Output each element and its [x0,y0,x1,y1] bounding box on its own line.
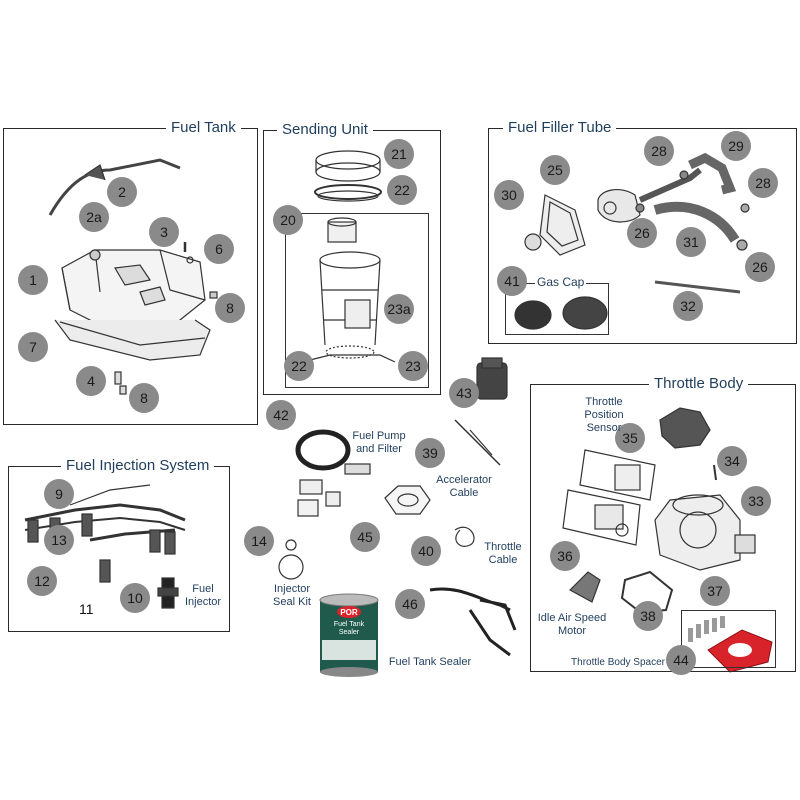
can-brand-text: POR [340,608,358,617]
callout-42[interactable]: 42 [266,400,296,430]
callout-25[interactable]: 25 [540,155,570,185]
callout-2[interactable]: 2 [107,177,137,207]
callout-22-lower[interactable]: 22 [284,351,314,381]
callout-44[interactable]: 44 [666,645,696,675]
part-number-11: 11 [79,601,94,617]
gas-cap-drawing [514,300,552,330]
fuel-pump-filter-label: Fuel Pump and Filter [352,430,406,455]
callout-13[interactable]: 13 [44,525,74,555]
iac-motor-drawing [569,571,601,603]
callout-21[interactable]: 21 [384,139,414,169]
callout-8-upper[interactable]: 8 [215,293,245,323]
callout-35[interactable]: 35 [615,423,645,453]
callout-8-lower[interactable]: 8 [129,383,159,413]
callout-32[interactable]: 32 [673,291,703,321]
callout-7[interactable]: 7 [18,332,48,362]
sending-unit-drawing [309,150,396,363]
callout-1[interactable]: 1 [18,265,48,295]
fuel-filler-tube-drawing [524,152,750,294]
callout-23a[interactable]: 23a [384,294,414,324]
throttle-spacer-drawing [688,616,773,673]
callout-20[interactable]: 20 [273,205,303,235]
callout-29[interactable]: 29 [721,131,751,161]
gas-cap-label: Gas Cap [535,275,587,289]
callout-10[interactable]: 10 [120,583,150,613]
fuel-filler-tube-title: Fuel Filler Tube [503,119,617,137]
callout-28-left[interactable]: 28 [644,136,674,166]
callout-4[interactable]: 4 [76,366,106,396]
fuel-pump-seal-drawing [295,429,351,471]
fuel-hose-drawing [429,587,517,657]
accelerator-cable-drawing [454,419,501,466]
callout-36[interactable]: 36 [550,541,580,571]
throttle-spacer-box [681,610,776,668]
callout-46[interactable]: 46 [395,589,425,619]
callout-28-right[interactable]: 28 [748,168,778,198]
throttle-position-sensor-label: Throttle Position Sensor [584,396,624,434]
fuel-tank-hose-drawing [48,158,181,216]
callout-3[interactable]: 3 [149,217,179,247]
callout-22-upper[interactable]: 22 [387,175,417,205]
sending-unit-inner-box [285,213,429,388]
throttle-body-title: Throttle Body [649,375,749,393]
callout-30[interactable]: 30 [494,180,524,210]
callout-40[interactable]: 40 [411,536,441,566]
callout-34[interactable]: 34 [717,446,747,476]
fuel-tank-drawing [54,249,211,361]
callout-31[interactable]: 31 [676,227,706,257]
callout-2a[interactable]: 2a [79,202,109,232]
sending-unit-section: Sending Unit [263,121,441,395]
accelerator-cable-label: Accelerator Cable [436,474,492,499]
callout-41[interactable]: 41 [497,266,527,296]
tps-drawing [659,407,711,449]
callout-45[interactable]: 45 [350,522,380,552]
throttle-body-spacer-label: Throttle Body Spacer [571,657,665,668]
callout-43[interactable]: 43 [449,378,479,408]
callout-38[interactable]: 38 [633,601,663,631]
callout-9[interactable]: 9 [44,479,74,509]
throttle-cable-drawing [454,526,475,547]
sending-unit-title: Sending Unit [277,121,373,139]
fuel-injection-title: Fuel Injection System [61,457,215,475]
injector-seal-kit-label: Injector Seal Kit [273,583,311,608]
callout-14[interactable]: 14 [244,526,274,556]
callout-26-right[interactable]: 26 [745,252,775,282]
fuel-injection-section: Fuel Injection System [8,457,230,632]
callout-33[interactable]: 33 [741,486,771,516]
sealer-can-drawing [319,593,379,677]
throttle-gasket-drawing [620,570,674,614]
callout-26-left[interactable]: 26 [627,218,657,248]
callout-37[interactable]: 37 [700,576,730,606]
can-title-text: Fuel Tank Sealer [333,621,365,636]
callout-23[interactable]: 23 [398,351,428,381]
throttle-body-section: Throttle Body [530,375,796,672]
fuel-filler-tube-section: Fuel Filler Tube [488,119,797,344]
fuel-tank-sealer-label: Fuel Tank Sealer [388,656,472,668]
fuel-tank-section: Fuel Tank [3,119,258,425]
callout-6[interactable]: 6 [204,234,234,264]
idle-air-speed-motor-label: Idle Air Speed Motor [537,612,607,637]
callout-39[interactable]: 39 [415,438,445,468]
throttle-cable-label: Throttle Cable [484,541,522,566]
throttle-body-drawing [654,464,756,571]
fuel-injector-label: Fuel Injector [184,583,222,608]
callout-12[interactable]: 12 [27,566,57,596]
fuel-tank-title: Fuel Tank [166,119,241,137]
lock-ring-drawing [384,485,431,515]
